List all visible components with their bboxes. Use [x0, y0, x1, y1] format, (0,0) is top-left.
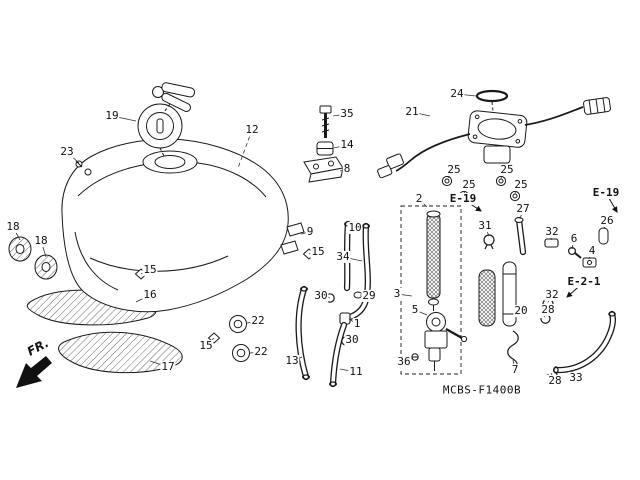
pump-wire-right: [524, 106, 584, 126]
fuel-pump-assembly-21: [377, 89, 611, 179]
callout-18: 18: [5, 219, 21, 234]
tank-outline: [61, 138, 289, 313]
pump-connector-right: [583, 97, 611, 115]
hose-20: [502, 261, 517, 327]
callout-11: 11: [348, 364, 364, 379]
callout-2: 2: [414, 191, 424, 206]
plate-9: [280, 222, 305, 255]
callout-1: 1: [352, 316, 362, 331]
bolt-35: [319, 105, 332, 138]
ref-label-E-19: E-19: [591, 185, 621, 200]
callout-22: 22: [253, 344, 269, 359]
tube-26: [598, 227, 609, 245]
fitting-4: [582, 257, 597, 268]
fuel-valve-body-5: [424, 312, 468, 371]
damper-knob-18-right: [34, 254, 58, 280]
callout-28: 28: [547, 373, 563, 388]
callout-7: 7: [510, 362, 520, 377]
callout-12: 12: [244, 122, 260, 137]
bolt-23: [75, 160, 92, 176]
bracket-8: [303, 156, 344, 183]
callout-16: 16: [142, 287, 158, 302]
hose-34: [346, 222, 371, 321]
callout-35: 35: [339, 106, 355, 121]
hose-13: [295, 285, 311, 381]
callout-10: 10: [347, 220, 363, 235]
clamp-31: [483, 234, 495, 250]
callout-26: 26: [599, 213, 615, 228]
callout-30: 30: [344, 332, 360, 347]
callout-22: 22: [250, 313, 266, 328]
callout-6: 6: [569, 231, 579, 246]
callout-34: 34: [335, 249, 351, 264]
callout-5: 5: [410, 302, 420, 317]
o-ring-24: [475, 89, 509, 103]
callout-36: 36: [396, 354, 412, 369]
callout-19: 19: [104, 108, 120, 123]
callout-18: 18: [33, 233, 49, 248]
mount-rubber-14: [316, 141, 334, 156]
callout-15: 15: [310, 244, 326, 259]
fr-direction-arrow: FR.: [16, 336, 52, 388]
pump-wire-left: [395, 133, 471, 172]
callout-21: 21: [404, 104, 420, 119]
callout-32: 32: [544, 224, 560, 239]
callout-25: 25: [513, 177, 529, 192]
callout-29: 29: [361, 288, 377, 303]
callout-25: 25: [461, 177, 477, 192]
callout-33: 33: [568, 370, 584, 385]
fr-label: FR.: [25, 336, 51, 359]
clip-28-upper: [540, 314, 551, 324]
callout-17: 17: [160, 359, 176, 374]
diagram-code: MCBS-F1400B: [442, 383, 522, 397]
callout-3: 3: [392, 286, 402, 301]
grommet-22: [229, 315, 250, 362]
callout-15: 15: [142, 262, 158, 277]
callout-31: 31: [477, 218, 493, 233]
ref-label-E-2-1: E-2-1: [566, 274, 602, 289]
callout-24: 24: [449, 86, 465, 101]
callout-13: 13: [284, 353, 300, 368]
fuel-valve-assembly-2: [400, 205, 468, 375]
callout-9: 9: [305, 224, 315, 239]
callout-28: 28: [540, 302, 556, 317]
callout-4: 4: [587, 243, 597, 258]
ref-label-E-19: E-19: [448, 191, 478, 206]
pump-connector-left: [386, 153, 404, 170]
fuel-cap-19: [137, 103, 183, 159]
callout-14: 14: [339, 137, 355, 152]
filter-tube: [478, 269, 496, 327]
callout-20: 20: [513, 303, 529, 318]
damper-knob-18-left: [8, 236, 32, 262]
callout-27: 27: [515, 201, 531, 216]
fuel-strainer-3: [426, 210, 441, 299]
bolt-36: [411, 353, 419, 361]
ignition-keys: [152, 82, 196, 113]
joint-32-upper: [544, 238, 559, 248]
callout-25: 25: [446, 162, 462, 177]
callout-30: 30: [313, 288, 329, 303]
hose-11: [329, 321, 348, 388]
callout-23: 23: [59, 144, 75, 159]
bolt-6: [567, 247, 582, 259]
pipe-27: [514, 216, 527, 256]
callout-8: 8: [342, 161, 352, 176]
fuel-tank-12: [61, 138, 289, 313]
callout-25: 25: [499, 162, 515, 177]
hose-33: [552, 310, 617, 374]
cotter-pin-7: [507, 330, 519, 368]
callout-15: 15: [198, 338, 214, 353]
callout-32: 32: [544, 287, 560, 302]
